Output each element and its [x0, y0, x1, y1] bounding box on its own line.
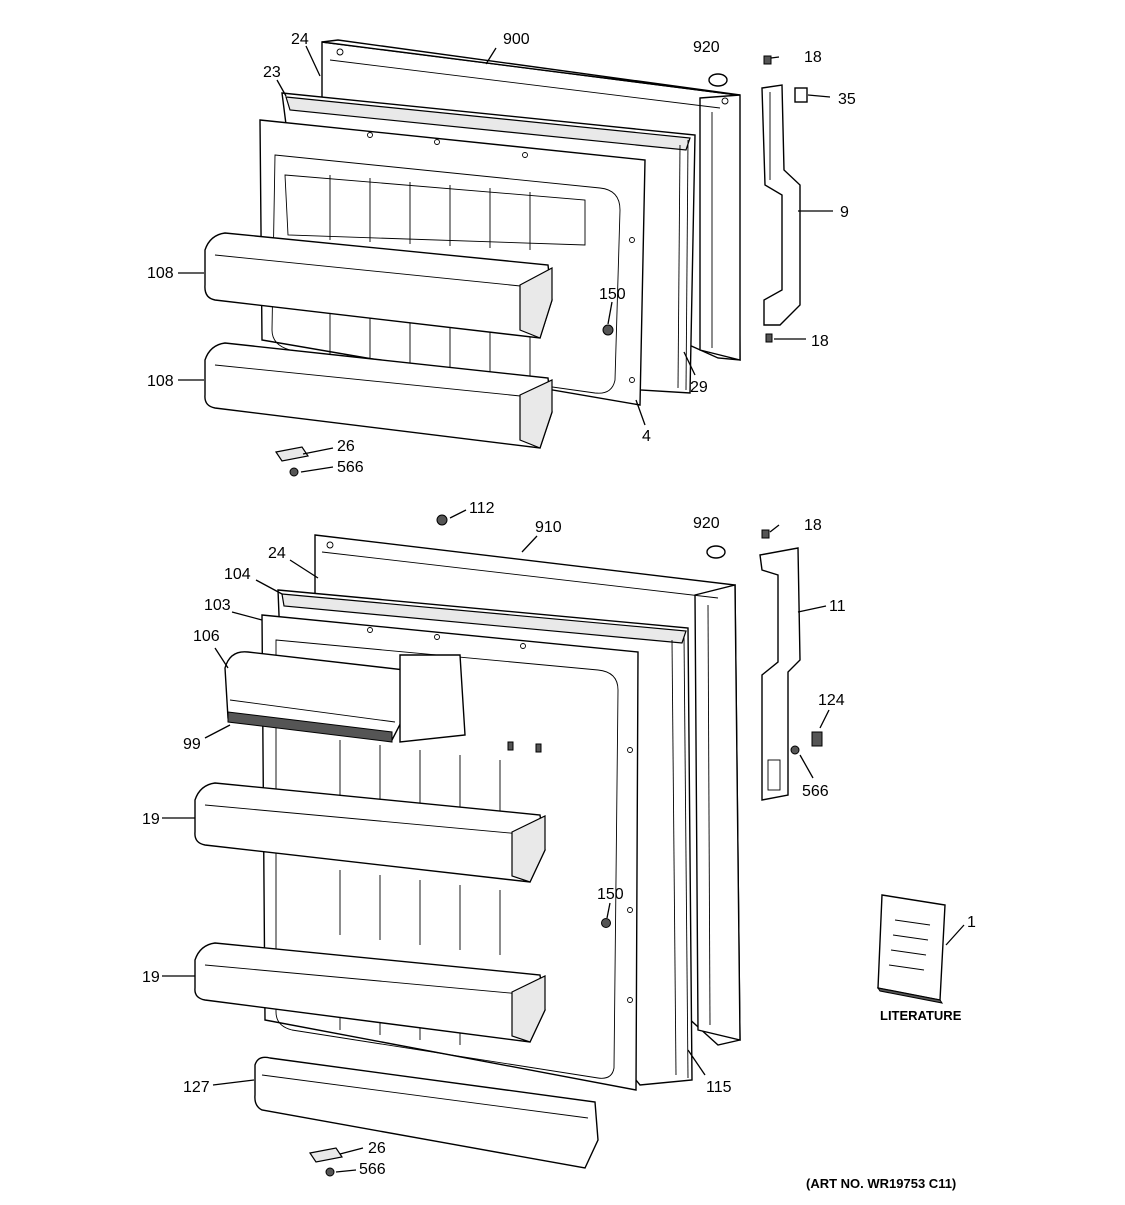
literature-booklet-icon	[876, 894, 946, 1004]
callout-26-bottom: 26	[368, 1140, 386, 1157]
callout-24-bottom: 24	[268, 545, 286, 562]
door-stop-150-top	[602, 324, 614, 336]
hinge-26-bottom	[308, 1147, 344, 1177]
callout-127: 127	[183, 1079, 210, 1096]
screw-18-bottom	[761, 529, 770, 539]
handle-9	[761, 84, 801, 326]
door-shelf-bin-108-upper	[204, 232, 553, 339]
screw-112	[436, 514, 448, 526]
door-shelf-bin-19-upper	[194, 782, 546, 883]
callout-900: 900	[503, 31, 530, 48]
hinge-26-top	[274, 446, 310, 477]
fresh-food-door-assembly	[194, 514, 946, 1177]
callout-29: 29	[690, 379, 708, 396]
callout-labels: 24 900 920 18 35 23 9 108 150 18 108 29 …	[142, 31, 976, 1191]
callout-106: 106	[193, 628, 220, 645]
callout-150-bottom: 150	[597, 886, 624, 903]
screw-566-mid	[790, 745, 800, 755]
screw-18-top-a	[763, 55, 772, 65]
callout-19-a: 19	[142, 811, 160, 828]
door-stop-150-bottom	[601, 918, 611, 928]
callout-150-top: 150	[599, 286, 626, 303]
door-shelf-bin-19-lower	[194, 942, 546, 1043]
art-number-label: (ART NO. WR19753 C11)	[806, 1176, 956, 1191]
callout-920-top: 920	[693, 39, 720, 56]
callout-99: 99	[183, 736, 201, 753]
door-shelf-bin-108-lower	[204, 342, 553, 449]
clip-124	[811, 731, 823, 747]
callout-24-top: 24	[291, 31, 309, 48]
callout-566-bottom: 566	[359, 1161, 386, 1178]
leader-lines	[162, 45, 965, 1173]
callout-108-b: 108	[147, 373, 174, 390]
callout-920-bottom: 920	[693, 515, 720, 532]
callout-11: 11	[829, 598, 846, 615]
callout-910: 910	[535, 519, 562, 536]
callout-108-a: 108	[147, 265, 174, 282]
callout-18-c: 18	[804, 517, 822, 534]
dairy-compartment-106	[224, 651, 466, 743]
callout-566-top: 566	[337, 459, 364, 476]
callout-18-a: 18	[804, 49, 822, 66]
callout-9: 9	[840, 204, 849, 221]
callout-23: 23	[263, 64, 281, 81]
callout-18-b: 18	[811, 333, 829, 350]
callout-1: 1	[967, 914, 976, 931]
handle-11	[759, 547, 801, 801]
freezer-door-assembly	[204, 39, 808, 477]
bottom-trim-127	[254, 1056, 599, 1169]
callout-26-top: 26	[337, 438, 355, 455]
callout-19-b: 19	[142, 969, 160, 986]
callout-566-mid: 566	[802, 783, 829, 800]
callout-124: 124	[818, 692, 845, 709]
callout-4: 4	[642, 428, 651, 445]
literature-label: LITERATURE	[880, 1008, 962, 1023]
callout-104: 104	[224, 566, 251, 583]
cap-35	[794, 87, 808, 103]
callout-35: 35	[838, 91, 856, 108]
callout-115: 115	[706, 1079, 732, 1096]
screw-18-top-b	[765, 333, 773, 343]
plug-920-top	[708, 73, 728, 87]
callout-103: 103	[204, 597, 231, 614]
plug-920-bottom	[706, 545, 726, 559]
callout-112: 112	[469, 500, 495, 517]
